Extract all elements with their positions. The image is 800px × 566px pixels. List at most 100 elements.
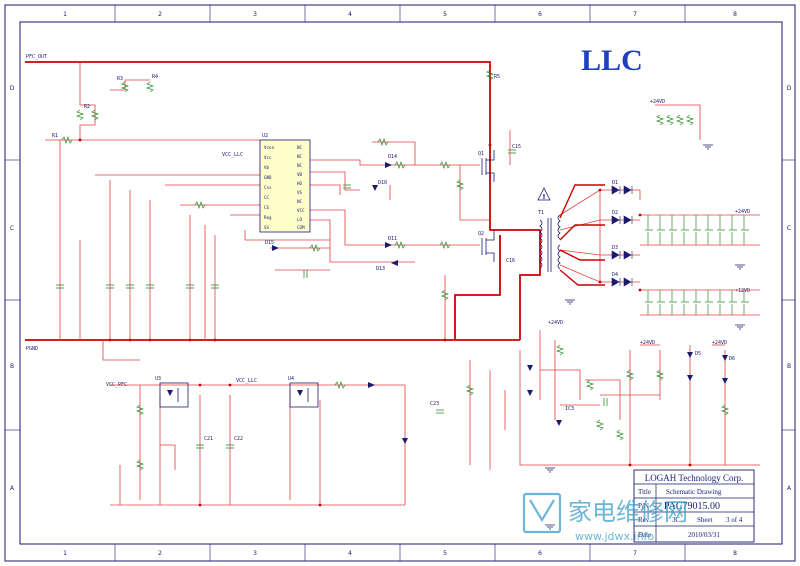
title-block-rev-label: Rev. xyxy=(638,516,651,524)
title-block-sheet-value: 3 of 4 xyxy=(726,516,743,524)
ic-pin-left-7: CS xyxy=(264,205,270,210)
output-cap-bank-24v xyxy=(645,215,749,245)
label-d5: D5 xyxy=(695,351,701,357)
row-label-a: A xyxy=(10,485,15,492)
inner-frame xyxy=(19,21,783,545)
ic-pin-right-6: VS xyxy=(297,190,303,195)
label-d4: D4 xyxy=(612,272,618,278)
mosfet-q2 xyxy=(481,230,495,262)
svg-text:U2: U2 xyxy=(262,133,268,139)
net-12v-right: +12VD xyxy=(735,288,750,294)
label-ic3: IC3 xyxy=(565,406,574,412)
col-label-4: 4 xyxy=(348,11,352,18)
net-24v-top: +24VD xyxy=(650,99,665,105)
output-cap-bank-12v xyxy=(645,290,749,315)
title-block-sheet-label: Sheet xyxy=(697,516,713,524)
label-d1: D1 xyxy=(612,180,618,186)
title-block-title-value: Schematic Drawing xyxy=(666,488,722,496)
label-d6: D6 xyxy=(729,356,735,362)
ic-pin-left-3: Vb xyxy=(264,165,270,170)
watermark-logo-icon xyxy=(522,492,562,534)
ic-pin-right-4: VB xyxy=(297,172,303,177)
label-c16: C16 xyxy=(506,258,515,264)
label-c22: C22 xyxy=(234,436,243,442)
title-block: LOGAH Technology Corp. Title Schematic D… xyxy=(633,469,755,543)
label-d3: D3 xyxy=(612,245,618,251)
label-q2: Q2 xyxy=(478,231,484,237)
label-d2: D2 xyxy=(612,210,618,216)
col-label-2-bottom: 2 xyxy=(158,550,162,557)
net-vcc-llc2: VCC_LLC xyxy=(236,378,257,384)
svg-text:!: ! xyxy=(542,193,545,201)
power-rails xyxy=(25,61,541,341)
label-c21: C21 xyxy=(204,436,213,442)
watermark: 家电维修网 www.jdwx.info xyxy=(522,492,688,543)
label-q1: Q1 xyxy=(478,151,484,157)
net-24v-mid: +24VD xyxy=(548,320,563,326)
row-label-c-right: C xyxy=(787,225,791,232)
ic-pin-right-5: HO xyxy=(297,181,303,186)
diode-marks xyxy=(272,162,728,444)
optocoupler-u3 xyxy=(159,382,189,408)
watermark-text: 家电维修网 xyxy=(568,498,688,526)
row-label-c: C xyxy=(10,225,14,232)
net-pgnd: PGND xyxy=(26,346,38,352)
col-label-5-bottom: 5 xyxy=(443,550,447,557)
label-r4: R4 xyxy=(152,74,158,80)
ic-pin-right-2: NC xyxy=(297,154,303,159)
row-label-b: B xyxy=(10,363,14,370)
ground-symbols xyxy=(545,144,745,530)
col-label-2: 2 xyxy=(158,11,162,18)
label-d10: D10 xyxy=(378,180,387,186)
label-r5: R5 xyxy=(494,74,500,80)
label-u3: U3 xyxy=(155,376,161,382)
ic-pin-left-5: Css xyxy=(264,185,272,190)
net-24v-right: +24VD xyxy=(735,209,750,215)
junction-dots xyxy=(78,138,692,507)
capacitor-marks xyxy=(56,149,608,449)
ic-u2: U2 Vsen Vcc Vb GND Css CC CS Reg SS NC N… xyxy=(259,133,311,233)
ic-pin-right-1: NC xyxy=(297,145,303,150)
title-block-title-label: Title xyxy=(638,488,651,496)
col-label-5: 5 xyxy=(443,11,447,18)
signal-wires xyxy=(45,62,760,506)
title-block-pn-value: PAC79015.00 xyxy=(664,501,720,512)
label-r1: R1 xyxy=(52,133,58,139)
label-c15: C15 xyxy=(512,144,521,150)
label-r2: R2 xyxy=(84,104,90,110)
ic-pin-right-7: NC xyxy=(297,199,303,204)
label-u4: U4 xyxy=(288,376,294,382)
col-label-6-bottom: 6 xyxy=(538,550,542,557)
ic-pin-left-2: Vcc xyxy=(264,155,272,160)
col-label-4-bottom: 4 xyxy=(348,550,352,557)
row-label-b-right: B xyxy=(787,363,791,370)
title-block-pn-label: P/N xyxy=(638,502,649,510)
title-block-date-label: Date xyxy=(638,531,651,539)
ic-pin-left-9: SS xyxy=(264,225,270,230)
resistor-marks xyxy=(61,69,730,471)
col-label-3-bottom: 3 xyxy=(253,550,257,557)
rectifier-diodes xyxy=(611,185,633,287)
ic-pin-left-1: Vsen xyxy=(264,145,275,150)
net-24v-b2: +24VD xyxy=(712,340,727,346)
row-label-a-right: A xyxy=(787,485,792,492)
watermark-url: www.jdwx.info xyxy=(575,530,654,543)
net-vcc-ic: VCC_LLC xyxy=(222,152,243,158)
col-label-8: 8 xyxy=(733,11,737,18)
ic-pin-left-8: Reg xyxy=(264,215,272,220)
col-label-7-bottom: 7 xyxy=(633,550,637,557)
net-24v-b1: +24VD xyxy=(640,340,655,346)
optocoupler-u4 xyxy=(289,382,319,408)
col-label-1-bottom: 1 xyxy=(63,550,67,557)
label-d15: D15 xyxy=(265,240,274,246)
title-block-company: LOGAH Technology Corp. xyxy=(645,473,743,483)
col-label-8-bottom: 8 xyxy=(733,550,737,557)
row-label-d-right: D xyxy=(787,85,792,92)
row-label-d: D xyxy=(10,85,15,92)
label-d14: D14 xyxy=(388,154,397,160)
col-label-3: 3 xyxy=(253,11,257,18)
net-pfc-out: PFC_OUT xyxy=(26,54,47,60)
ic-pin-right-10: COM xyxy=(297,225,305,230)
ic-pin-right-3: NC xyxy=(297,163,303,168)
